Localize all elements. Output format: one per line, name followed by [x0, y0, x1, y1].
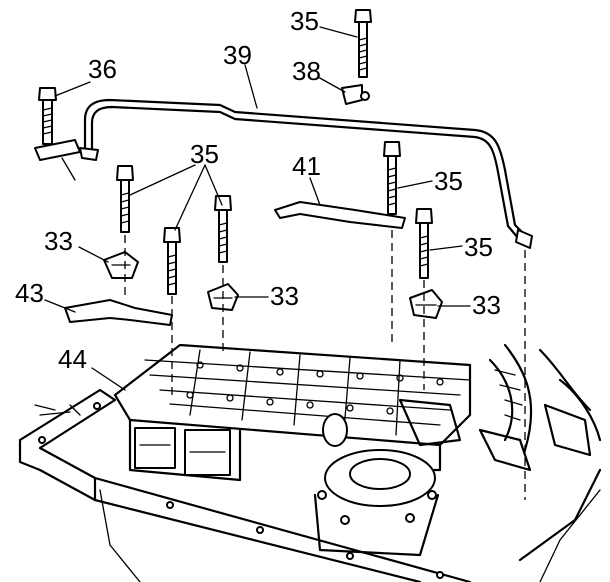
pipe-39 — [79, 98, 533, 249]
bracket-43 — [64, 299, 173, 326]
bolt-35-top — [341, 9, 372, 105]
callout-33-right: 33 — [472, 290, 501, 320]
callout-33-left: 33 — [44, 226, 73, 256]
leader-lines — [44, 26, 471, 391]
callout-35-mid: 35 — [190, 139, 219, 169]
callout-labels: 35 36 39 38 35 41 35 35 33 43 33 33 44 — [15, 6, 501, 374]
bracket-41 — [274, 141, 406, 229]
callout-44: 44 — [58, 344, 87, 374]
bolt-35-right — [415, 208, 433, 279]
valve-body — [113, 343, 472, 482]
callout-43: 43 — [15, 278, 44, 308]
callout-41: 41 — [292, 151, 321, 181]
oil-pan — [18, 388, 602, 582]
wiring-harness — [478, 343, 602, 472]
callout-33-center: 33 — [270, 281, 299, 311]
callout-35-top: 35 — [290, 6, 319, 36]
callout-35-right-2: 35 — [464, 232, 493, 262]
bolt-36 — [34, 87, 81, 181]
alignment-lines — [124, 230, 526, 500]
filter-housing — [313, 449, 440, 557]
callout-36: 36 — [88, 54, 117, 84]
callout-38: 38 — [292, 56, 321, 86]
callout-39: 39 — [223, 40, 252, 70]
callout-35-right-1: 35 — [434, 166, 463, 196]
